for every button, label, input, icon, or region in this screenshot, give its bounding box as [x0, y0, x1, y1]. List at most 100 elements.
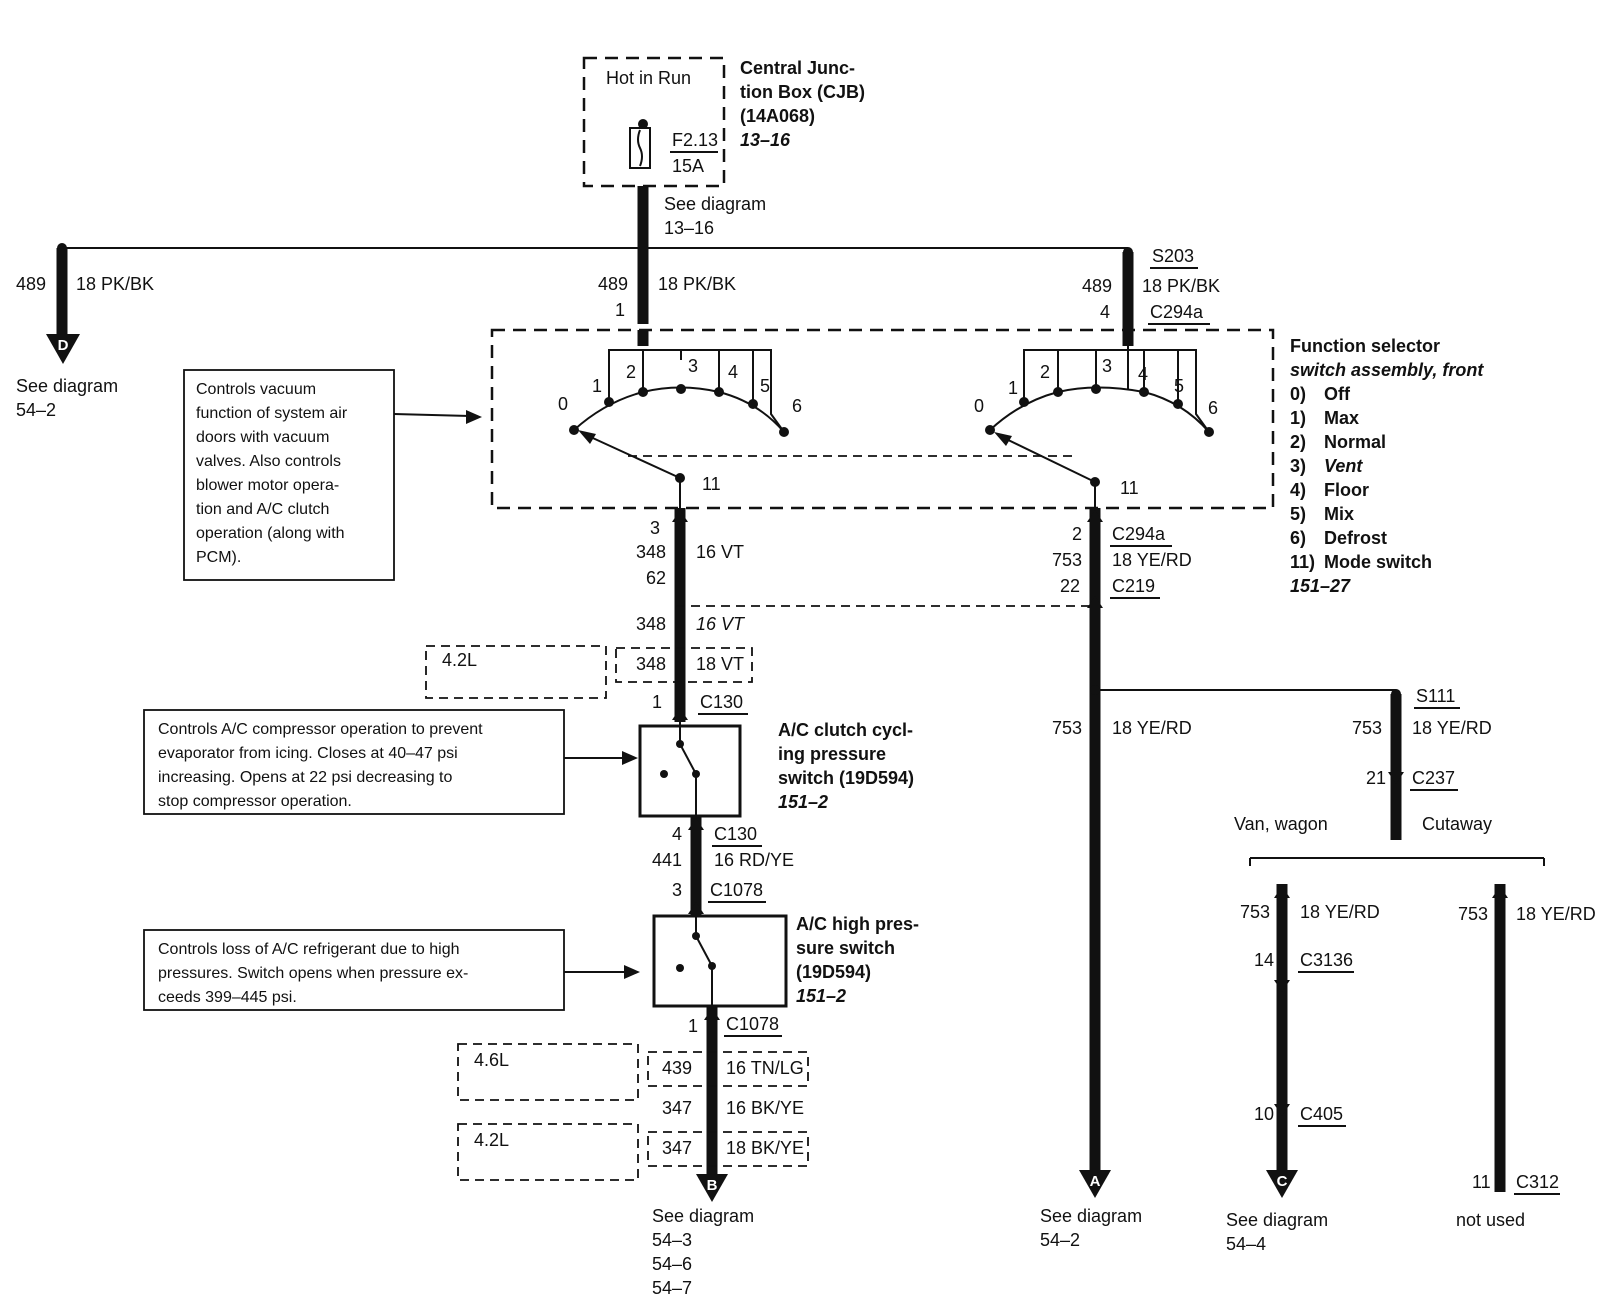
- c3136-pin: 14: [1254, 950, 1274, 970]
- position-label: 6: [792, 396, 802, 416]
- vt-engine-42: 4.2L: [442, 650, 477, 670]
- function-note-line: tion and A/C clutch: [196, 501, 329, 518]
- selector-left: 0 1 2 3 4 5 6 11: [558, 349, 1075, 508]
- vt-pin-top: 3: [650, 518, 660, 538]
- left-see-1: See diagram: [16, 376, 118, 396]
- engine-4.2l-box-2: [457, 1123, 639, 1181]
- legend-label: Floor: [1324, 480, 1369, 500]
- cutaway-label: Cutaway: [1422, 814, 1492, 834]
- cutaway-branch: 753 18 YE/RD 11 C312 not used: [1456, 884, 1596, 1230]
- s111-circuit: 753: [1352, 718, 1382, 738]
- bottom-wire-run: 1 C1078 4.6L 439 16 TN/LG 347 16 BK/YE 4…: [457, 1006, 809, 1298]
- position-label: 3: [1102, 356, 1112, 376]
- clutch-ref: 151–2: [778, 792, 828, 812]
- van-wire: 18 YE/RD: [1300, 902, 1380, 922]
- van-circuit: 753: [1240, 902, 1270, 922]
- bottom-see-1: See diagram: [652, 1206, 754, 1226]
- cjb-hot-label: Hot in Run: [606, 68, 691, 88]
- c237-pin: 21: [1366, 768, 1386, 788]
- position-label: 2: [626, 362, 636, 382]
- legend-num: 4): [1290, 480, 1306, 500]
- position-label: 5: [760, 376, 770, 396]
- bkye-circuit: 347: [662, 1098, 692, 1118]
- bottom-see-4: 54–7: [652, 1278, 692, 1298]
- vt-wire: 16 VT: [696, 542, 744, 562]
- van-see-1: See diagram: [1226, 1210, 1328, 1230]
- tnlg-wire: 16 TN/LG: [726, 1058, 804, 1078]
- rdye-wire-run: 4 C130 441 16 RD/YE 3 C1078: [652, 816, 794, 916]
- position-label: 0: [558, 394, 568, 414]
- clutch-cycling-switch: A/C clutch cycl- ing pressure switch (19…: [638, 720, 914, 818]
- cutaway-circuit: 753: [1458, 904, 1488, 924]
- engine-4.2l-box: [425, 645, 607, 699]
- high-title-2: sure switch: [796, 938, 895, 958]
- van-branch: 753 18 YE/RD 14 C3136 10 C405 C See diag…: [1226, 884, 1380, 1254]
- connector-b-arrow-icon: [696, 1174, 728, 1202]
- yerd-pin-bottom: 22: [1060, 576, 1080, 596]
- cutaway-wire: 18 YE/RD: [1516, 904, 1596, 924]
- s203-pin: 4: [1100, 302, 1110, 322]
- c130-connector: C130: [700, 692, 743, 712]
- s111-branch: S111 753 18 YE/RD 21 C237 Van, wagon Cut…: [1095, 686, 1545, 866]
- vt-alt-circuit: 348: [636, 654, 666, 674]
- engine-42-label: 4.2L: [474, 1130, 509, 1150]
- selector-title-2: switch assembly, front: [1290, 360, 1484, 380]
- c1078-pin-3: 3: [672, 880, 682, 900]
- high-note-line: ceeds 399–445 psi.: [158, 989, 297, 1006]
- legend-label: Off: [1324, 384, 1351, 404]
- clutch-note-line: increasing. Opens at 22 psi decreasing t…: [158, 769, 453, 786]
- high-note-line: Controls loss of A/C refrigerant due to …: [158, 941, 460, 958]
- cutaway-status: not used: [1456, 1210, 1525, 1230]
- left-see-2: 54–2: [16, 400, 56, 420]
- yerd-wire-2: 18 YE/RD: [1112, 718, 1192, 738]
- yerd-conn-top: C294a: [1112, 524, 1166, 544]
- center-circuit: 489: [598, 274, 628, 294]
- legend-label: Max: [1324, 408, 1359, 428]
- wiper-pin-label: 11: [1120, 478, 1139, 498]
- legend-num: 6): [1290, 528, 1306, 548]
- clutch-note-line: Controls A/C compressor operation to pre…: [158, 721, 483, 738]
- yerd-see-1: See diagram: [1040, 1206, 1142, 1226]
- clutch-note-line: stop compressor operation.: [158, 793, 352, 810]
- c405-pin: 10: [1254, 1104, 1274, 1124]
- position-label: 2: [1040, 362, 1050, 382]
- bottom-see-3: 54–6: [652, 1254, 692, 1274]
- c1078-connector-2: C1078: [726, 1014, 779, 1034]
- c130-connector-2: C130: [714, 824, 757, 844]
- clutch-note-line: evaporator from icing. Closes at 40–47 p…: [158, 745, 458, 762]
- cjb-ref: 13–16: [740, 130, 791, 150]
- connector-b-letter: B: [707, 1177, 718, 1194]
- rdye-wire: 16 RD/YE: [714, 850, 794, 870]
- legend-label: Mix: [1324, 504, 1354, 524]
- cjb-title-1: Central Junc-: [740, 58, 855, 78]
- see-diagram-13-16-line2: 13–16: [664, 218, 714, 238]
- c1078-connector: C1078: [710, 880, 763, 900]
- selector-legend: 0) Off 1) Max 2) Normal 3) Vent 4) Floor…: [1290, 384, 1432, 572]
- center-wire: 18 PK/BK: [658, 274, 736, 294]
- rdye-circuit: 441: [652, 850, 682, 870]
- c130-pin-4: 4: [672, 824, 682, 844]
- see-diagram-13-16-line1: See diagram: [664, 194, 766, 214]
- c312-pin: 11: [1472, 1172, 1491, 1192]
- function-selector-switch: 0 1 2 3 4 5 6 11: [490, 326, 1484, 596]
- connector-c-arrow-icon: [1266, 1170, 1298, 1198]
- legend-num: 0): [1290, 384, 1306, 404]
- s111-wire: 18 YE/RD: [1412, 718, 1492, 738]
- yerd-wire-run: 2 C294a 753 18 YE/RD 22 C219 753 18 YE/R…: [1040, 508, 1192, 1250]
- function-note-line: doors with vacuum: [196, 429, 329, 446]
- s203-wire: 18 PK/BK: [1142, 276, 1220, 296]
- high-title-1: A/C high pres-: [796, 914, 919, 934]
- high-pressure-note: Controls loss of A/C refrigerant due to …: [143, 929, 640, 1011]
- legend-num: 11): [1290, 552, 1315, 572]
- position-label: 3: [688, 356, 698, 376]
- cjb-outline: [582, 56, 726, 188]
- vt-circuit-2: 348: [636, 614, 666, 634]
- vt-pin-bottom: 62: [646, 568, 666, 588]
- clutch-note: Controls A/C compressor operation to pre…: [143, 709, 638, 815]
- bkye-wire: 16 BK/YE: [726, 1098, 804, 1118]
- yerd-conn-bottom: C219: [1112, 576, 1155, 596]
- s111-splice: S111: [1416, 686, 1455, 706]
- connector-a-arrow-icon: [1079, 1170, 1111, 1198]
- left-circuit: 489: [16, 274, 46, 294]
- function-note-line: PCM).: [196, 549, 241, 566]
